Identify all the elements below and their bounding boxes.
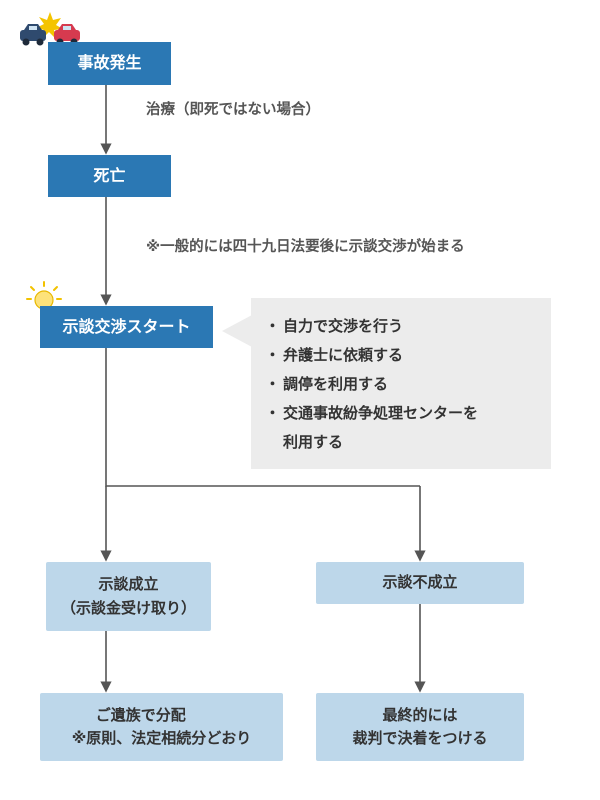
node-accident-label: 事故発生 bbox=[77, 53, 142, 73]
list-item-label: 自力で交渉を行う bbox=[283, 317, 404, 335]
node-death: 死亡 bbox=[48, 155, 171, 197]
node-settlement-reached-subtitle: （示談金受け取り） bbox=[60, 598, 196, 617]
negotiation-methods-list: ・ 自力で交渉を行う ・ 弁護士に依頼する ・ 調停を利用する ・ 交通事故紛争… bbox=[261, 312, 541, 457]
list-item-label: 弁護士に依頼する bbox=[283, 346, 404, 364]
list-item-label-continuation: 利用する bbox=[283, 433, 344, 451]
list-item: ・ 弁護士に依頼する bbox=[261, 341, 541, 370]
list-item: ・ 自力で交渉を行う bbox=[261, 312, 541, 341]
note-negotiation-timing: ※一般的には四十九日法要後に示談交渉が始まる bbox=[146, 239, 465, 255]
node-family-distribution: ご遺族で分配 ※原則、法定相続分どおり bbox=[40, 693, 283, 761]
list-item-label: 交通事故紛争処理センターを bbox=[283, 404, 479, 422]
node-family-distribution-note: ※原則、法定相続分どおり bbox=[71, 729, 252, 747]
node-negotiation-start: 示談交渉スタート bbox=[40, 306, 213, 348]
node-settlement-reached-title: 示談成立 bbox=[98, 575, 159, 594]
node-death-label: 死亡 bbox=[93, 165, 126, 185]
node-trial: 最終的には 裁判で決着をつける bbox=[316, 693, 524, 761]
node-family-distribution-title: ご遺族で分配 bbox=[95, 705, 186, 724]
list-item: ・ 調停を利用する bbox=[261, 370, 541, 399]
node-trial-line2: 裁判で決着をつける bbox=[352, 729, 488, 747]
negotiation-methods-callout: ・ 自力で交渉を行う ・ 弁護士に依頼する ・ 調停を利用する ・ 交通事故紛争… bbox=[251, 298, 551, 469]
node-negotiation-start-label: 示談交渉スタート bbox=[62, 316, 191, 336]
car-crash-icon bbox=[20, 12, 80, 46]
node-settlement-failed: 示談不成立 bbox=[316, 562, 524, 604]
node-settlement-reached: 示談成立 （示談金受け取り） bbox=[46, 562, 211, 631]
bullet: ・ bbox=[265, 346, 281, 364]
bullet: ・ bbox=[265, 375, 281, 393]
list-item-label: 調停を利用する bbox=[283, 375, 389, 393]
bullet: ・ bbox=[265, 404, 281, 422]
note-treatment: 治療（即死ではない場合） bbox=[146, 102, 320, 118]
list-item: ・ 交通事故紛争処理センターを 利用する bbox=[261, 399, 541, 457]
node-trial-line1: 最終的には bbox=[382, 705, 458, 724]
bullet: ・ bbox=[265, 317, 281, 335]
callout-pointer bbox=[222, 315, 252, 347]
node-settlement-failed-label: 示談不成立 bbox=[382, 573, 458, 592]
node-accident: 事故発生 bbox=[48, 42, 171, 85]
